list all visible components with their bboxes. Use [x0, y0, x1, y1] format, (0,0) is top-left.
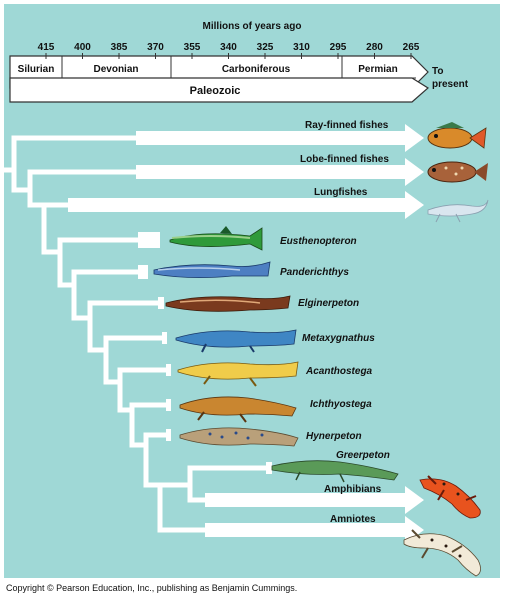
- lobe-finned-fish-illustration: [427, 161, 488, 183]
- tick-labels: 415 400 385 370 355 340 325 310 295 280 265: [38, 42, 420, 53]
- period-devonian: Devonian: [93, 64, 138, 75]
- bar-eusthenopteron: [138, 232, 160, 248]
- to-present-label-line1: To: [432, 66, 443, 77]
- ray-finned-fish-illustration: [427, 122, 487, 149]
- tick-label: 340: [220, 42, 237, 53]
- tick-label: 310: [293, 42, 310, 53]
- label-eusthenopteron: Eusthenopteron: [280, 236, 357, 247]
- tick-label: 355: [184, 42, 201, 53]
- arrow-ray-finned: [136, 124, 424, 152]
- label-amphibians: Amphibians: [324, 484, 382, 495]
- period-silurian: Silurian: [18, 64, 55, 75]
- label-elginerpeton: Elginerpeton: [298, 298, 359, 309]
- tick-label: 415: [38, 42, 55, 53]
- lungfish-illustration: [427, 199, 489, 223]
- to-present-label-line2: present: [432, 79, 469, 90]
- extinct-lineage-bars: [138, 232, 272, 474]
- bar-panderichthys: [138, 265, 148, 279]
- arrow-amniotes: [205, 516, 424, 544]
- ichthyostega-illustration: [179, 396, 297, 423]
- label-lobe-finned-fishes: Lobe-finned fishes: [300, 154, 389, 165]
- greerpeton-illustration: [271, 460, 399, 483]
- tick-label: 385: [111, 42, 128, 53]
- label-ray-finned-fishes: Ray-finned fishes: [305, 120, 389, 131]
- eusthenopteron-illustration: [169, 226, 263, 251]
- label-greerpeton: Greerpeton: [336, 450, 390, 461]
- panderichthys-illustration: [153, 261, 271, 278]
- tick-label: 265: [403, 42, 420, 53]
- bar-hynerpeton: [166, 429, 171, 441]
- taxon-labels: Ray-finned fishes Lobe-finned fishes Lun…: [280, 120, 390, 525]
- amphibian-illustration: [419, 475, 481, 519]
- label-metaxygnathus: Metaxygnathus: [302, 333, 375, 344]
- bar-greerpeton: [266, 462, 272, 474]
- arrow-lobe-finned: [136, 158, 424, 186]
- label-ichthyostega: Ichthyostega: [310, 399, 372, 410]
- acanthostega-illustration: [177, 361, 299, 387]
- tick-label: 280: [366, 42, 383, 53]
- tick-label: 325: [257, 42, 274, 53]
- bar-metaxygnathus: [162, 332, 167, 344]
- tick-label: 370: [147, 42, 164, 53]
- label-acanthostega: Acanthostega: [305, 366, 373, 377]
- tick-marks: [45, 53, 412, 59]
- era-paleozoic: Paleozoic: [190, 85, 241, 97]
- metaxygnathus-illustration: [175, 329, 297, 353]
- timeline: Millions of years ago 415 400 385 370 355 340…: [9, 21, 469, 103]
- label-amniotes: Amniotes: [330, 514, 376, 525]
- elginerpeton-illustration: [165, 295, 291, 312]
- amniote-illustration: [403, 529, 481, 577]
- timeline-title: Millions of years ago: [203, 21, 302, 32]
- label-panderichthys: Panderichthys: [280, 267, 349, 278]
- lineage-arrows: [68, 124, 424, 544]
- bar-ichthyostega: [166, 399, 171, 411]
- copyright-notice: Copyright © Pearson Education, Inc., pub…: [6, 583, 298, 593]
- period-permian: Permian: [358, 64, 397, 75]
- animal-illustrations: [153, 122, 489, 577]
- bar-acanthostega: [166, 364, 171, 376]
- label-hynerpeton: Hynerpeton: [306, 431, 362, 442]
- bar-elginerpeton: [158, 297, 164, 309]
- hynerpeton-illustration: [179, 427, 299, 447]
- arrow-lungfishes: [68, 191, 424, 219]
- label-lungfishes: Lungfishes: [314, 187, 368, 198]
- phylogenetic-tree: [1, 135, 273, 533]
- period-carboniferous: Carboniferous: [222, 64, 291, 75]
- tick-label: 400: [74, 42, 91, 53]
- arrow-amphibians: [205, 486, 424, 514]
- tick-label: 295: [330, 42, 347, 53]
